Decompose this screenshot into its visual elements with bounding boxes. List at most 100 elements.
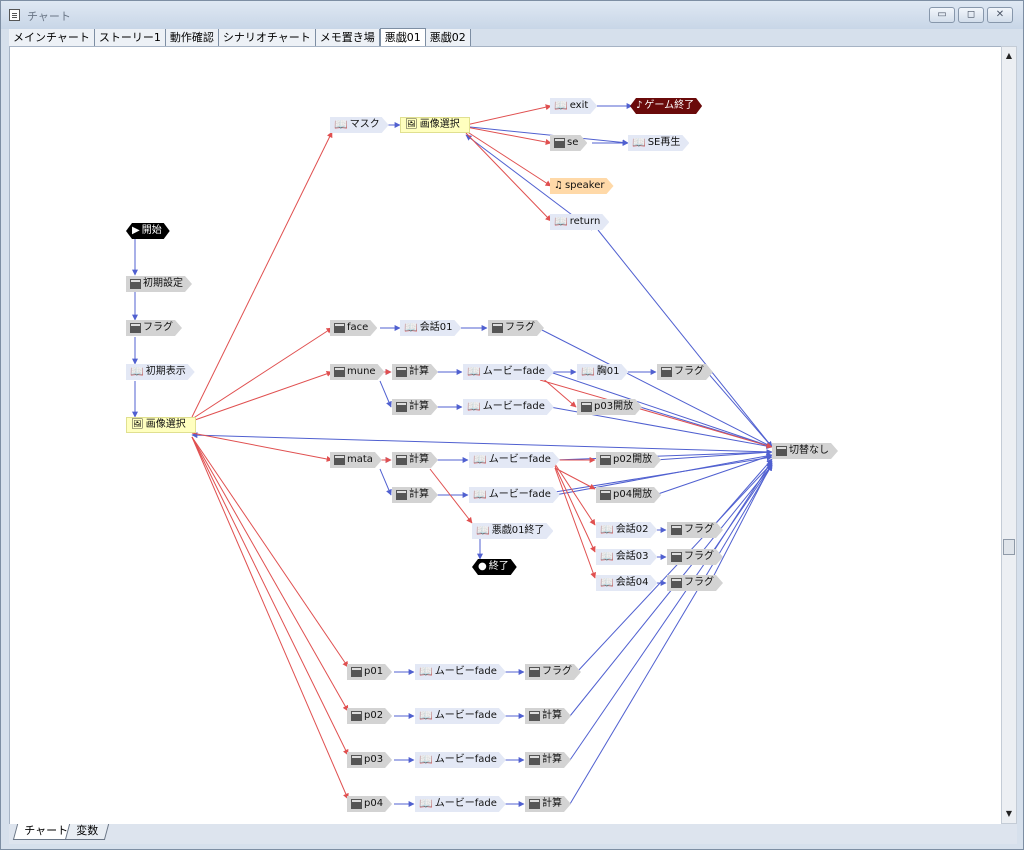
node-calc-mata-1[interactable]: 計算 [392, 452, 438, 468]
node-p03-open[interactable]: p03開放 [577, 399, 642, 415]
node-talk01[interactable]: 📖会話01 [400, 320, 461, 336]
calculator-icon [529, 799, 540, 809]
book-icon: 📖 [600, 550, 614, 563]
node-p02-open[interactable]: p02開放 [596, 452, 661, 468]
node-calc-p04[interactable]: 計算 [525, 796, 571, 812]
book-icon: 📖 [404, 321, 418, 334]
node-game-end[interactable]: ♪ゲーム終了 [630, 98, 702, 114]
calculator-icon [600, 455, 611, 465]
tab-akugi01[interactable]: 悪戯01 [379, 28, 426, 47]
book-icon: 📖 [419, 797, 433, 810]
scroll-thumb[interactable] [1003, 539, 1015, 555]
node-flag04[interactable]: フラグ [667, 575, 723, 591]
calculator-icon [334, 323, 345, 333]
tab-akugi02[interactable]: 悪戯02 [425, 29, 471, 46]
calculator-icon [492, 323, 503, 333]
tab-variables[interactable]: 変数 [64, 824, 110, 840]
node-calc-mune-2[interactable]: 計算 [392, 399, 438, 415]
node-mune[interactable]: mune [330, 364, 385, 380]
calculator-icon [396, 455, 407, 465]
tab-story1[interactable]: ストーリー1 [94, 29, 166, 46]
node-movie-p03[interactable]: 📖ムービーfade [415, 752, 506, 768]
node-mune01[interactable]: 📖胸01 [577, 364, 628, 380]
tab-memo[interactable]: メモ置き場 [315, 29, 380, 46]
vertical-scrollbar[interactable]: ▲ ▼ [1001, 46, 1017, 824]
node-image-select-main[interactable]: 🖼画像選択 [126, 417, 196, 433]
node-calc-p03[interactable]: 計算 [525, 752, 571, 768]
node-calc-mune-1[interactable]: 計算 [392, 364, 438, 380]
title-bar[interactable]: チャート ▭ ◻ ✕ [1, 1, 1023, 29]
node-mata[interactable]: mata [330, 452, 382, 468]
calculator-icon [130, 323, 141, 333]
book-icon: 📖 [473, 488, 487, 501]
node-se-play[interactable]: 📖SE再生 [628, 135, 689, 151]
node-switch-none[interactable]: 切替なし [772, 443, 838, 459]
node-movie-mata-1[interactable]: 📖ムービーfade [469, 452, 560, 468]
tab-scenario-chart[interactable]: シナリオチャート [218, 29, 316, 46]
node-flag-mune[interactable]: フラグ [657, 364, 713, 380]
calculator-icon [581, 402, 592, 412]
node-p02[interactable]: p02 [347, 708, 392, 724]
scroll-down-icon[interactable]: ▼ [1005, 809, 1013, 818]
node-movie-mata-2[interactable]: 📖ムービーfade [469, 487, 560, 503]
node-movie-p01[interactable]: 📖ムービーfade [415, 664, 506, 680]
node-movie-p04[interactable]: 📖ムービーfade [415, 796, 506, 812]
node-p03[interactable]: p03 [347, 752, 392, 768]
calculator-icon [554, 138, 565, 148]
node-movie-mune-2[interactable]: 📖ムービーfade [463, 399, 554, 415]
maximize-button[interactable]: ◻ [958, 7, 984, 23]
node-akugi01-end[interactable]: 📖悪戯01終了 [472, 523, 553, 539]
node-se[interactable]: se [550, 135, 587, 151]
calculator-icon [351, 799, 362, 809]
tab-operation-check[interactable]: 動作確認 [165, 29, 219, 46]
node-talk03[interactable]: 📖会話03 [596, 549, 657, 565]
node-return[interactable]: 📖return [550, 214, 609, 230]
book-icon: 📖 [632, 136, 646, 149]
node-talk02[interactable]: 📖会話02 [596, 522, 657, 538]
stop-icon: ● [478, 561, 487, 572]
node-mask[interactable]: 📖マスク [330, 117, 389, 133]
flowchart-canvas[interactable]: ▶開始 初期設定 フラグ 📖初期表示 🖼画像選択 📖マスク 🖼画像選択 📖exi… [9, 46, 1002, 826]
node-flag02[interactable]: フラグ [667, 522, 723, 538]
book-icon: 📖 [581, 365, 595, 378]
node-start[interactable]: ▶開始 [126, 223, 170, 239]
node-image-select-top[interactable]: 🖼画像選択 [400, 117, 470, 133]
book-icon: 📖 [600, 576, 614, 589]
close-button[interactable]: ✕ [987, 7, 1013, 23]
bottom-tab-bar: チャート 変数 [9, 824, 1017, 844]
node-flag-face[interactable]: フラグ [488, 320, 544, 336]
calculator-icon [529, 711, 540, 721]
node-movie-mune-1[interactable]: 📖ムービーfade [463, 364, 554, 380]
node-movie-p02[interactable]: 📖ムービーfade [415, 708, 506, 724]
image-select-icon: 🖼 [405, 119, 418, 130]
tab-main-chart[interactable]: メインチャート [9, 29, 95, 46]
node-flag[interactable]: フラグ [126, 320, 182, 336]
node-p01[interactable]: p01 [347, 664, 392, 680]
minimize-button[interactable]: ▭ [929, 7, 955, 23]
node-speaker[interactable]: ♫speaker [550, 178, 614, 194]
scroll-up-icon[interactable]: ▲ [1005, 51, 1013, 60]
game-end-icon: ♪ [636, 100, 643, 111]
node-calc-p02[interactable]: 計算 [525, 708, 571, 724]
node-calc-mata-2[interactable]: 計算 [392, 487, 438, 503]
node-init-display[interactable]: 📖初期表示 [126, 364, 195, 380]
image-select-icon: 🖼 [131, 419, 144, 430]
node-p04[interactable]: p04 [347, 796, 392, 812]
node-p04-open[interactable]: p04開放 [596, 487, 661, 503]
calculator-icon [661, 367, 672, 377]
node-face[interactable]: face [330, 320, 377, 336]
book-icon: 📖 [600, 523, 614, 536]
node-end[interactable]: ●終了 [472, 559, 517, 575]
book-icon: 📖 [554, 99, 568, 112]
node-flag-p01[interactable]: フラグ [525, 664, 581, 680]
calculator-icon [334, 367, 345, 377]
node-flag03[interactable]: フラグ [667, 549, 723, 565]
document-icon [9, 9, 20, 21]
book-icon: 📖 [419, 665, 433, 678]
node-talk04[interactable]: 📖会話04 [596, 575, 657, 591]
node-init-settings[interactable]: 初期設定 [126, 276, 192, 292]
calculator-icon [351, 711, 362, 721]
book-icon: 📖 [467, 400, 481, 413]
node-exit[interactable]: 📖exit [550, 98, 597, 114]
